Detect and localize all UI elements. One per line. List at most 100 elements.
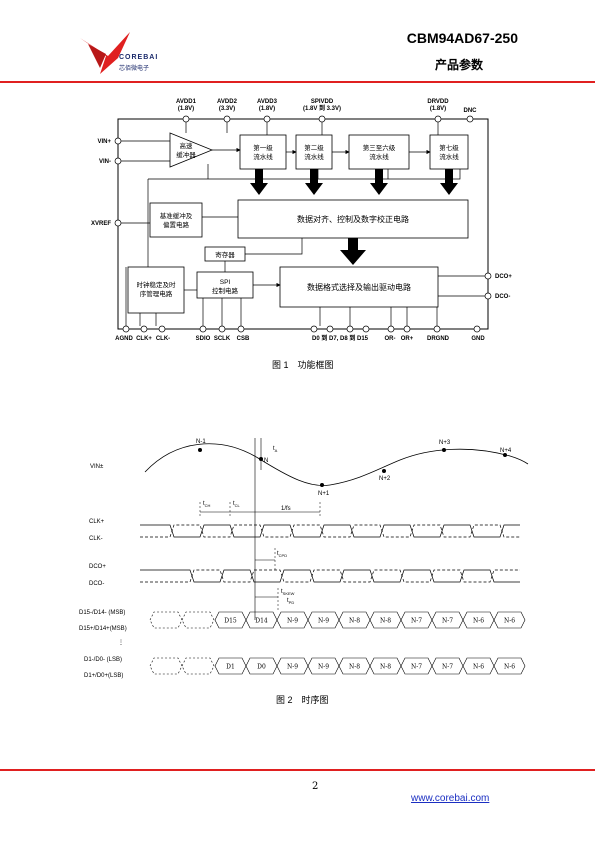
- lsb-bus-lead-cell: [149, 657, 183, 675]
- supply-volt-avdd1: (1.8V): [178, 106, 194, 112]
- sample-n: N: [264, 458, 268, 464]
- block-buffer-line2: 缓冲器: [176, 150, 196, 159]
- supply-pin-dnc: DNC: [464, 108, 478, 114]
- msb-bus-cell-label: N-7: [442, 618, 453, 625]
- label-tskew: tSKEW: [281, 589, 295, 596]
- figure1-caption: 图 1 功能框图: [272, 360, 334, 370]
- signal-lsb-minus: D1-/D0- (LSB): [84, 657, 122, 663]
- pin-clk-minus: CLK-: [156, 336, 170, 342]
- clk-waveform-true: [140, 524, 520, 538]
- msb-bus-cell-label: N-6: [473, 618, 484, 625]
- block-stage36-line2: 流水线: [369, 152, 389, 161]
- signal-clk-plus: CLK+: [89, 519, 105, 525]
- dco-waveform-true: [140, 569, 520, 583]
- supply-volt-avdd2: (3.3V): [219, 106, 235, 112]
- msb-bus-cell-label: D15: [224, 618, 237, 625]
- block-vref-line2: 偏置电路: [163, 220, 190, 229]
- msb-bus-cell-label: D14: [255, 618, 268, 625]
- block-stage7-line2: 流水线: [439, 152, 459, 161]
- pin-data-bus: D0 到 D7, D8 到 D15: [312, 334, 369, 342]
- block-clock-line2: 序管理电路: [140, 289, 173, 298]
- pin-drgnd: DRGND: [427, 336, 450, 342]
- supply-volt-drvdd: (1.8V): [430, 106, 446, 112]
- block-vref-line1: 基准缓冲及: [160, 211, 193, 220]
- lsb-bus-cell-label: D0: [257, 664, 266, 671]
- pin-csb: CSB: [237, 336, 250, 342]
- lsb-bus-cell: [493, 657, 526, 675]
- signal-vin: VIN±: [90, 464, 104, 470]
- signal-dco-minus: DCO-: [89, 581, 104, 587]
- block-stage1-line1: 第一级: [253, 143, 273, 152]
- block-align: 数据对齐、控制及数字校正电路: [297, 214, 409, 224]
- sample-n-plus-4: N+4: [500, 448, 512, 454]
- signal-msb-minus: D15-/D14- (MSB): [79, 610, 125, 616]
- figure2-caption: 图 2 时序图: [276, 695, 329, 705]
- lsb-bus-cell-label: N-6: [473, 664, 484, 671]
- msb-bus-cell-label: N-9: [287, 618, 298, 625]
- lsb-bus-cell-label: N-7: [442, 664, 453, 671]
- lsb-bus-cell-label: N-7: [411, 664, 422, 671]
- msb-bus-cell-label: N-6: [504, 618, 515, 625]
- pin-clk-plus: CLK+: [136, 336, 152, 342]
- header-divider: [0, 81, 595, 83]
- functional-block-diagram: AVDD1 (1.8V) AVDD2 (3.3V) AVDD3 (1.8V) S…: [91, 99, 512, 342]
- pin-vin-plus: VIN+: [97, 139, 111, 145]
- lsb-bus-cell-label: D1: [226, 664, 235, 671]
- pin-or-minus: OR-: [385, 336, 396, 342]
- block-spi-line1: SPI: [220, 279, 231, 286]
- label-tpd: tPD: [287, 598, 294, 605]
- label-tch: tCH: [203, 501, 211, 508]
- corebai-logo: [80, 32, 130, 74]
- brand-name-cn: 芯佰微电子: [119, 66, 150, 72]
- sample-n-minus-1: N-1: [196, 439, 206, 445]
- supply-pin-avdd3: AVDD3: [257, 99, 278, 105]
- sample-n-plus-2: N+2: [379, 476, 391, 482]
- pin-sdio: SDIO: [196, 336, 211, 342]
- part-number: CBM94AD67-250: [406, 30, 518, 46]
- msb-bus-cell-label: N-7: [411, 618, 422, 625]
- supply-pin-drvdd: DRVDD: [427, 99, 449, 105]
- pin-xvref: XVREF: [91, 221, 111, 227]
- msb-bus-cell-label: N-9: [318, 618, 329, 625]
- msb-bus-cell-label: N-8: [349, 618, 360, 625]
- msb-bus-lead-cell: [181, 611, 215, 629]
- supply-pin-spivdd: SPIVDD: [311, 99, 334, 105]
- vin-waveform: [144, 443, 529, 486]
- signal-msb-plus: D15+/D14+(MSB): [79, 626, 127, 632]
- pin-dco-minus: DCO-: [495, 294, 510, 300]
- supply-volt-avdd3: (1.8V): [259, 106, 275, 112]
- block-register: 寄存器: [215, 250, 235, 259]
- msb-bus-cell-label: N-8: [380, 618, 391, 625]
- pin-vin-minus: VIN-: [99, 159, 111, 165]
- pin-gnd: GND: [471, 336, 485, 342]
- lsb-bus-cell-label: N-8: [380, 664, 391, 671]
- page-number: 2: [312, 781, 319, 792]
- label-period: 1/fs: [281, 506, 291, 512]
- pin-sclk: SCLK: [214, 336, 231, 342]
- supply-volt-spivdd: (1.8V 到 3.3V): [303, 104, 341, 112]
- lsb-bus-cell-label: N-9: [287, 664, 298, 671]
- block-stage2-line2: 流水线: [304, 152, 324, 161]
- clk-waveform-complement: [140, 524, 520, 538]
- label-ta: tA: [273, 446, 278, 453]
- signal-ellipsis: ⋮: [118, 640, 124, 646]
- block-stage2-line1: 第二级: [304, 143, 324, 152]
- signal-clk-minus: CLK-: [89, 536, 103, 542]
- block-stage1-line2: 流水线: [253, 152, 273, 161]
- signal-dco-plus: DCO+: [89, 564, 106, 570]
- label-tcl: tCL: [233, 501, 241, 508]
- pin-or-plus: OR+: [401, 336, 414, 342]
- website-link[interactable]: www.corebai.com: [411, 793, 490, 804]
- dco-waveform-complement: [140, 569, 520, 583]
- supply-pin-avdd2: AVDD2: [217, 99, 238, 105]
- sample-n-plus-1: N+1: [318, 491, 330, 497]
- signal-lsb-plus: D1+/D0+(LSB): [84, 673, 123, 679]
- lsb-bus-lead-cell: [181, 657, 215, 675]
- brand-name: COREBAI: [119, 54, 159, 61]
- lsb-bus-cell-label: N-6: [504, 664, 515, 671]
- block-spi-line2: 控制电路: [212, 286, 239, 295]
- msb-bus-cell: [493, 611, 526, 629]
- document-subtitle: 产品参数: [434, 58, 483, 72]
- pin-agnd: AGND: [115, 336, 133, 342]
- label-tcpd: tCPD: [277, 551, 287, 558]
